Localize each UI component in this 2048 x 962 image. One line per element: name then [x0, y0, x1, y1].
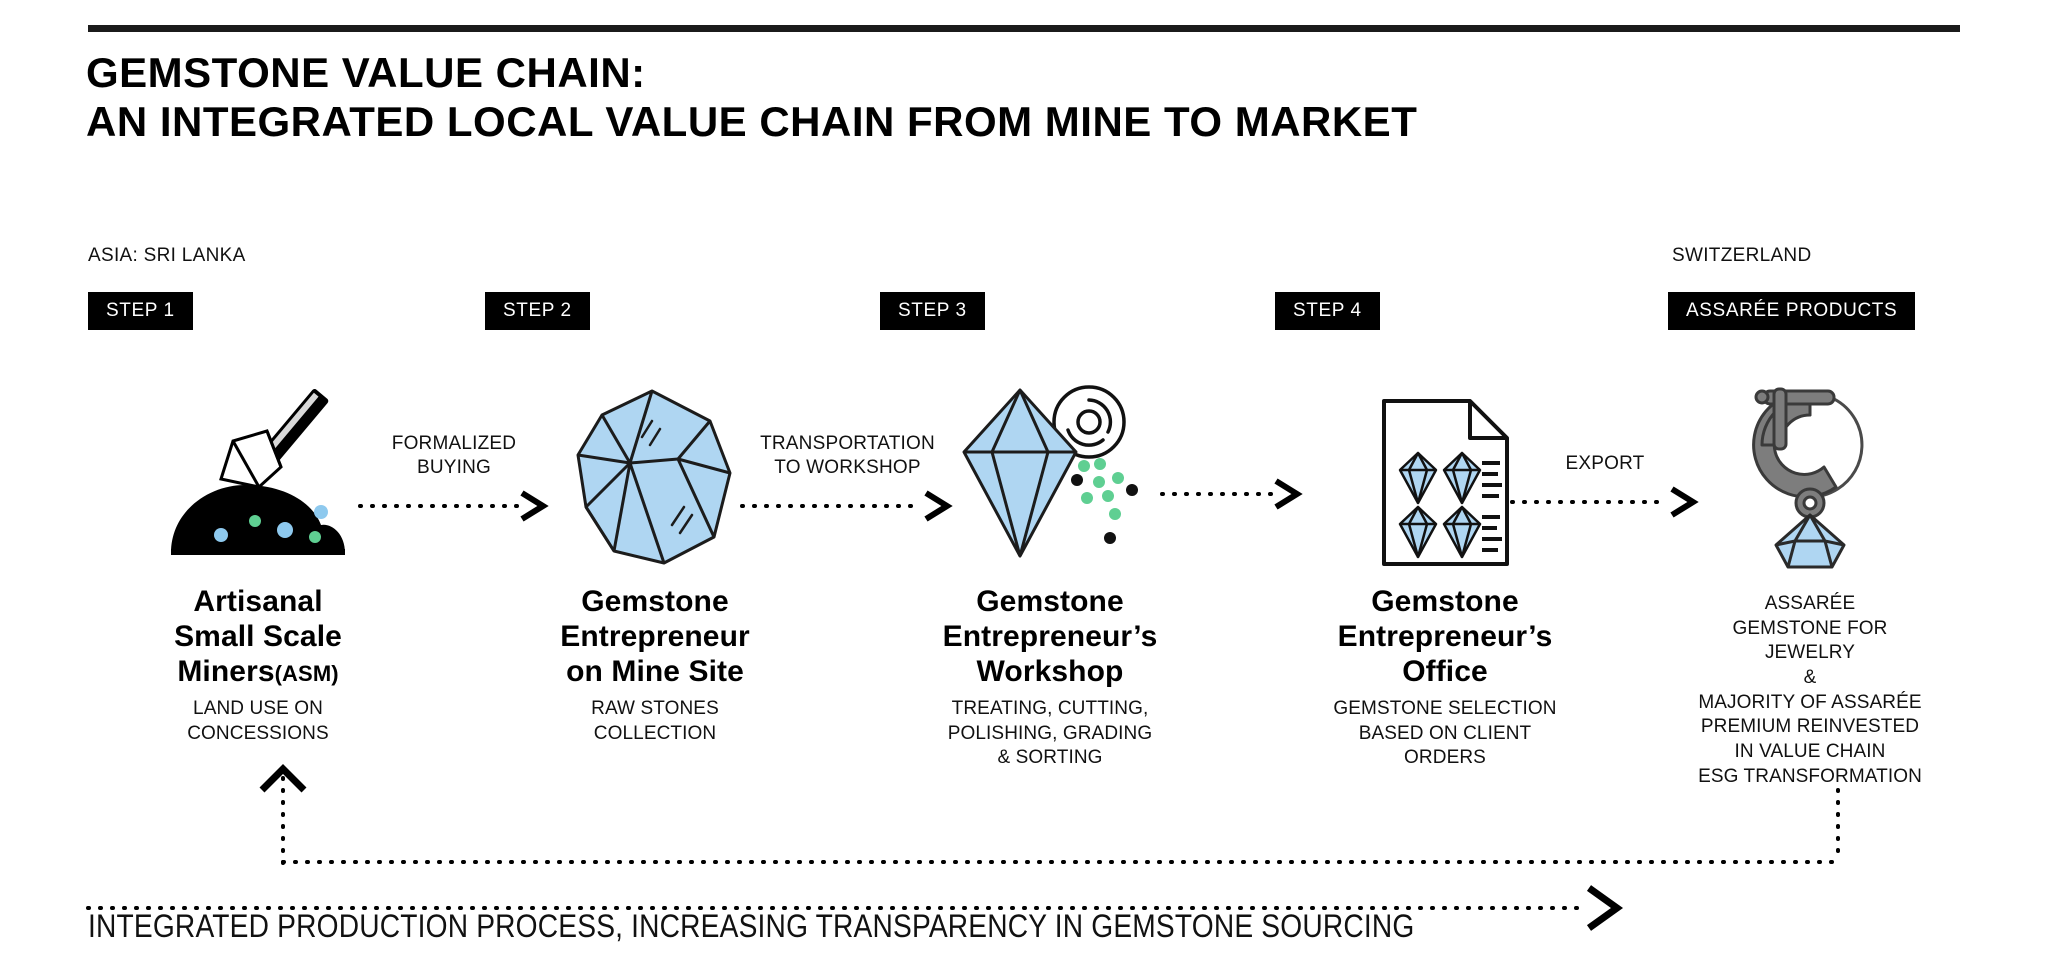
connector-2-label: TRANSPORTATION TO WORKSHOP — [760, 433, 935, 478]
page-title-line-2: AN INTEGRATED LOCAL VALUE CHAIN FROM MIN… — [86, 98, 1418, 146]
footer-caption: INTEGRATED PRODUCTION PROCESS, INCREASIN… — [88, 908, 1415, 944]
step-1-headline-abbr: (ASM) — [274, 661, 339, 687]
connector-4-label: EXPORT — [1565, 453, 1645, 474]
step-3-subtext-line-3: & SORTING — [997, 746, 1103, 768]
region-label-origin: ASIA: SRI LANKA — [88, 245, 246, 266]
step-column-2: Gemstone Entrepreneur on Mine Site RAW S… — [485, 370, 825, 746]
step-2-icon-wrap — [485, 370, 825, 570]
step-2-headline-line-1: Gemstone — [581, 585, 729, 618]
region-label-destination: SWITZERLAND — [1672, 245, 1812, 266]
step-4-subtext: GEMSTONE SELECTION BASED ON CLIENT ORDER… — [1275, 697, 1615, 770]
gemstone-earring-icon — [1752, 387, 1864, 569]
page-title: GEMSTONE VALUE CHAIN: AN INTEGRATED LOCA… — [86, 48, 1966, 146]
connector-4: EXPORT — [1510, 452, 1700, 523]
pickaxe-mining-mound-icon — [171, 389, 345, 555]
header-rule — [88, 25, 1960, 32]
badge-assaree-products[interactable]: ASSARÉE PRODUCTS — [1668, 292, 1916, 330]
step-2-headline-line-3: on Mine Site — [566, 655, 744, 689]
step-4-headline-line-1: Gemstone — [1371, 585, 1519, 618]
connector-2: TRANSPORTATION TO WORKSHOP — [740, 432, 955, 527]
final-caption-line-4: & — [1803, 667, 1817, 689]
connector-1-label: FORMALIZED BUYING — [391, 433, 517, 478]
step-3-icon-wrap — [880, 370, 1220, 570]
step-column-3: Gemstone Entrepreneur’s Workshop TREATIN… — [880, 370, 1220, 770]
step-4-headline-line-2: Entrepreneur’s — [1337, 620, 1553, 654]
dotted-arrow-right-icon — [1510, 486, 1699, 518]
final-caption: ASSARÉE GEMSTONE FOR JEWELRY & MAJORITY … — [1660, 592, 1960, 790]
badge-step-3[interactable]: STEP 3 — [880, 292, 985, 330]
step-2-subtext-line-2: COLLECTION — [593, 722, 717, 744]
step-4-icon-wrap — [1275, 370, 1615, 570]
dotted-arrow-right-icon — [740, 489, 953, 522]
step-1-subtext: LAND USE ON CONCESSIONS — [88, 697, 428, 746]
final-caption-line-6: PREMIUM REINVESTED — [1700, 716, 1920, 738]
step-3-headline: Gemstone Entrepreneur’s Workshop — [880, 584, 1220, 689]
dotted-arrow-right-icon — [358, 489, 549, 522]
step-3-headline-line-1: Gemstone — [976, 585, 1124, 618]
step-4-subtext-line-3: ORDERS — [1404, 746, 1486, 768]
step-1-headline-line-1: Artisanal — [193, 585, 323, 618]
step-1-subtext-line-1: LAND USE ON — [193, 698, 323, 720]
step-2-subtext: RAW STONES COLLECTION — [485, 697, 825, 746]
rough-gemstone-icon — [576, 389, 731, 565]
final-caption-line-8: ESG TRANSFORMATION — [1698, 765, 1922, 787]
step-3-subtext: TREATING, CUTTING, POLISHING, GRADING & … — [880, 697, 1220, 770]
cut-gem-polishing-wheel-icon — [962, 385, 1138, 558]
dotted-arrow-right-icon — [1160, 478, 1303, 510]
step-2-subtext-line-1: RAW STONES — [591, 698, 719, 720]
step-column-1: Artisanal Small Scale Miners(ASM) LAND U… — [88, 370, 428, 746]
connector-2-arrow — [740, 489, 955, 527]
step-3-subtext-line-1: TREATING, CUTTING, — [951, 698, 1149, 720]
step-column-4: Gemstone Entrepreneur’s Office GEMSTONE … — [1275, 370, 1615, 770]
connector-3 — [1160, 478, 1305, 515]
step-1-subtext-line-2: CONCESSIONS — [187, 722, 329, 744]
badge-step-1[interactable]: STEP 1 — [88, 292, 193, 330]
step-2-headline: Gemstone Entrepreneur on Mine Site — [485, 584, 825, 689]
step-4-headline: Gemstone Entrepreneur’s Office — [1275, 584, 1615, 689]
final-caption-line-7: IN VALUE CHAIN — [1734, 741, 1886, 763]
final-caption-line-3: JEWELRY — [1764, 642, 1856, 664]
step-1-icon-wrap — [88, 370, 428, 570]
step-1-headline: Artisanal Small Scale Miners(ASM) — [88, 584, 428, 689]
final-caption-line-2: GEMSTONE FOR — [1732, 617, 1888, 639]
step-2-headline-line-2: Entrepreneur — [560, 620, 750, 654]
step-3-subtext-line-2: POLISHING, GRADING — [947, 722, 1153, 744]
step-4-subtext-line-1: GEMSTONE SELECTION — [1333, 698, 1557, 720]
final-icon-wrap — [1660, 370, 1960, 570]
badge-step-4[interactable]: STEP 4 — [1275, 292, 1380, 330]
connector-4-arrow — [1510, 486, 1700, 523]
connector-1-arrow — [358, 489, 550, 527]
step-1-headline-line-3: Miners(ASM) — [177, 655, 339, 689]
page-title-line-1: GEMSTONE VALUE CHAIN: — [86, 49, 646, 96]
process-baseline-arrow — [86, 885, 1624, 931]
feedback-return-arrow — [259, 764, 307, 865]
step-4-subtext-line-2: BASED ON CLIENT — [1358, 722, 1532, 744]
connector-1: FORMALIZED BUYING — [358, 432, 550, 527]
step-3-headline-line-3: Workshop — [976, 655, 1124, 689]
step-1-headline-line-2: Small Scale — [174, 620, 342, 654]
badge-step-2[interactable]: STEP 2 — [485, 292, 590, 330]
step-3-headline-line-2: Entrepreneur’s — [942, 620, 1158, 654]
gem-order-document-icon — [1381, 399, 1509, 566]
step-4-headline-line-3: Office — [1402, 655, 1488, 689]
final-column: ASSARÉE GEMSTONE FOR JEWELRY & MAJORITY … — [1660, 370, 1960, 790]
connector-3-arrow — [1160, 478, 1305, 515]
final-caption-line-5: MAJORITY OF ASSARÉE — [1698, 691, 1922, 713]
final-caption-line-1: ASSARÉE — [1764, 593, 1856, 614]
